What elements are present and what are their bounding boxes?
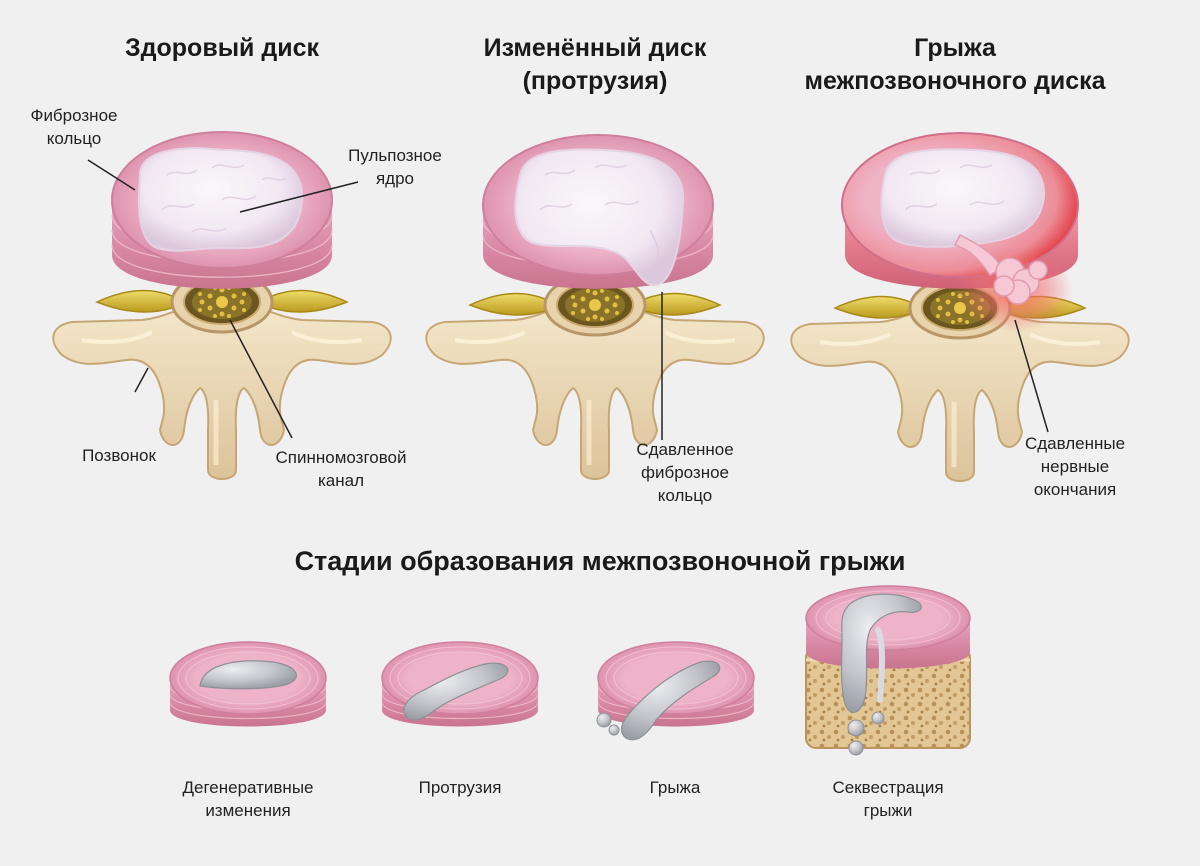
stage-degenerative-illustration [170, 642, 326, 727]
stage-protrusion-illustration [382, 642, 538, 727]
heading-healthy-disc: Здоровый диск [92, 32, 352, 65]
stage-sequestration-illustration [806, 586, 970, 755]
heading-hernia-disc: Грыжа межпозвоночного диска [790, 32, 1120, 98]
stage-label-hernia: Грыжа [600, 776, 750, 799]
stages-title: Стадии образования межпозвоночной грыжи [150, 546, 1050, 577]
stage-hernia-illustration [597, 642, 754, 740]
stage-label-protrusion: Протрузия [380, 776, 540, 799]
label-vertebra: Позвонок [64, 444, 174, 467]
heading-protrusion-disc: Изменённый диск (протрузия) [460, 32, 730, 98]
protrusion-disc-illustration [426, 135, 763, 479]
hernia-disc-illustration [791, 133, 1128, 481]
